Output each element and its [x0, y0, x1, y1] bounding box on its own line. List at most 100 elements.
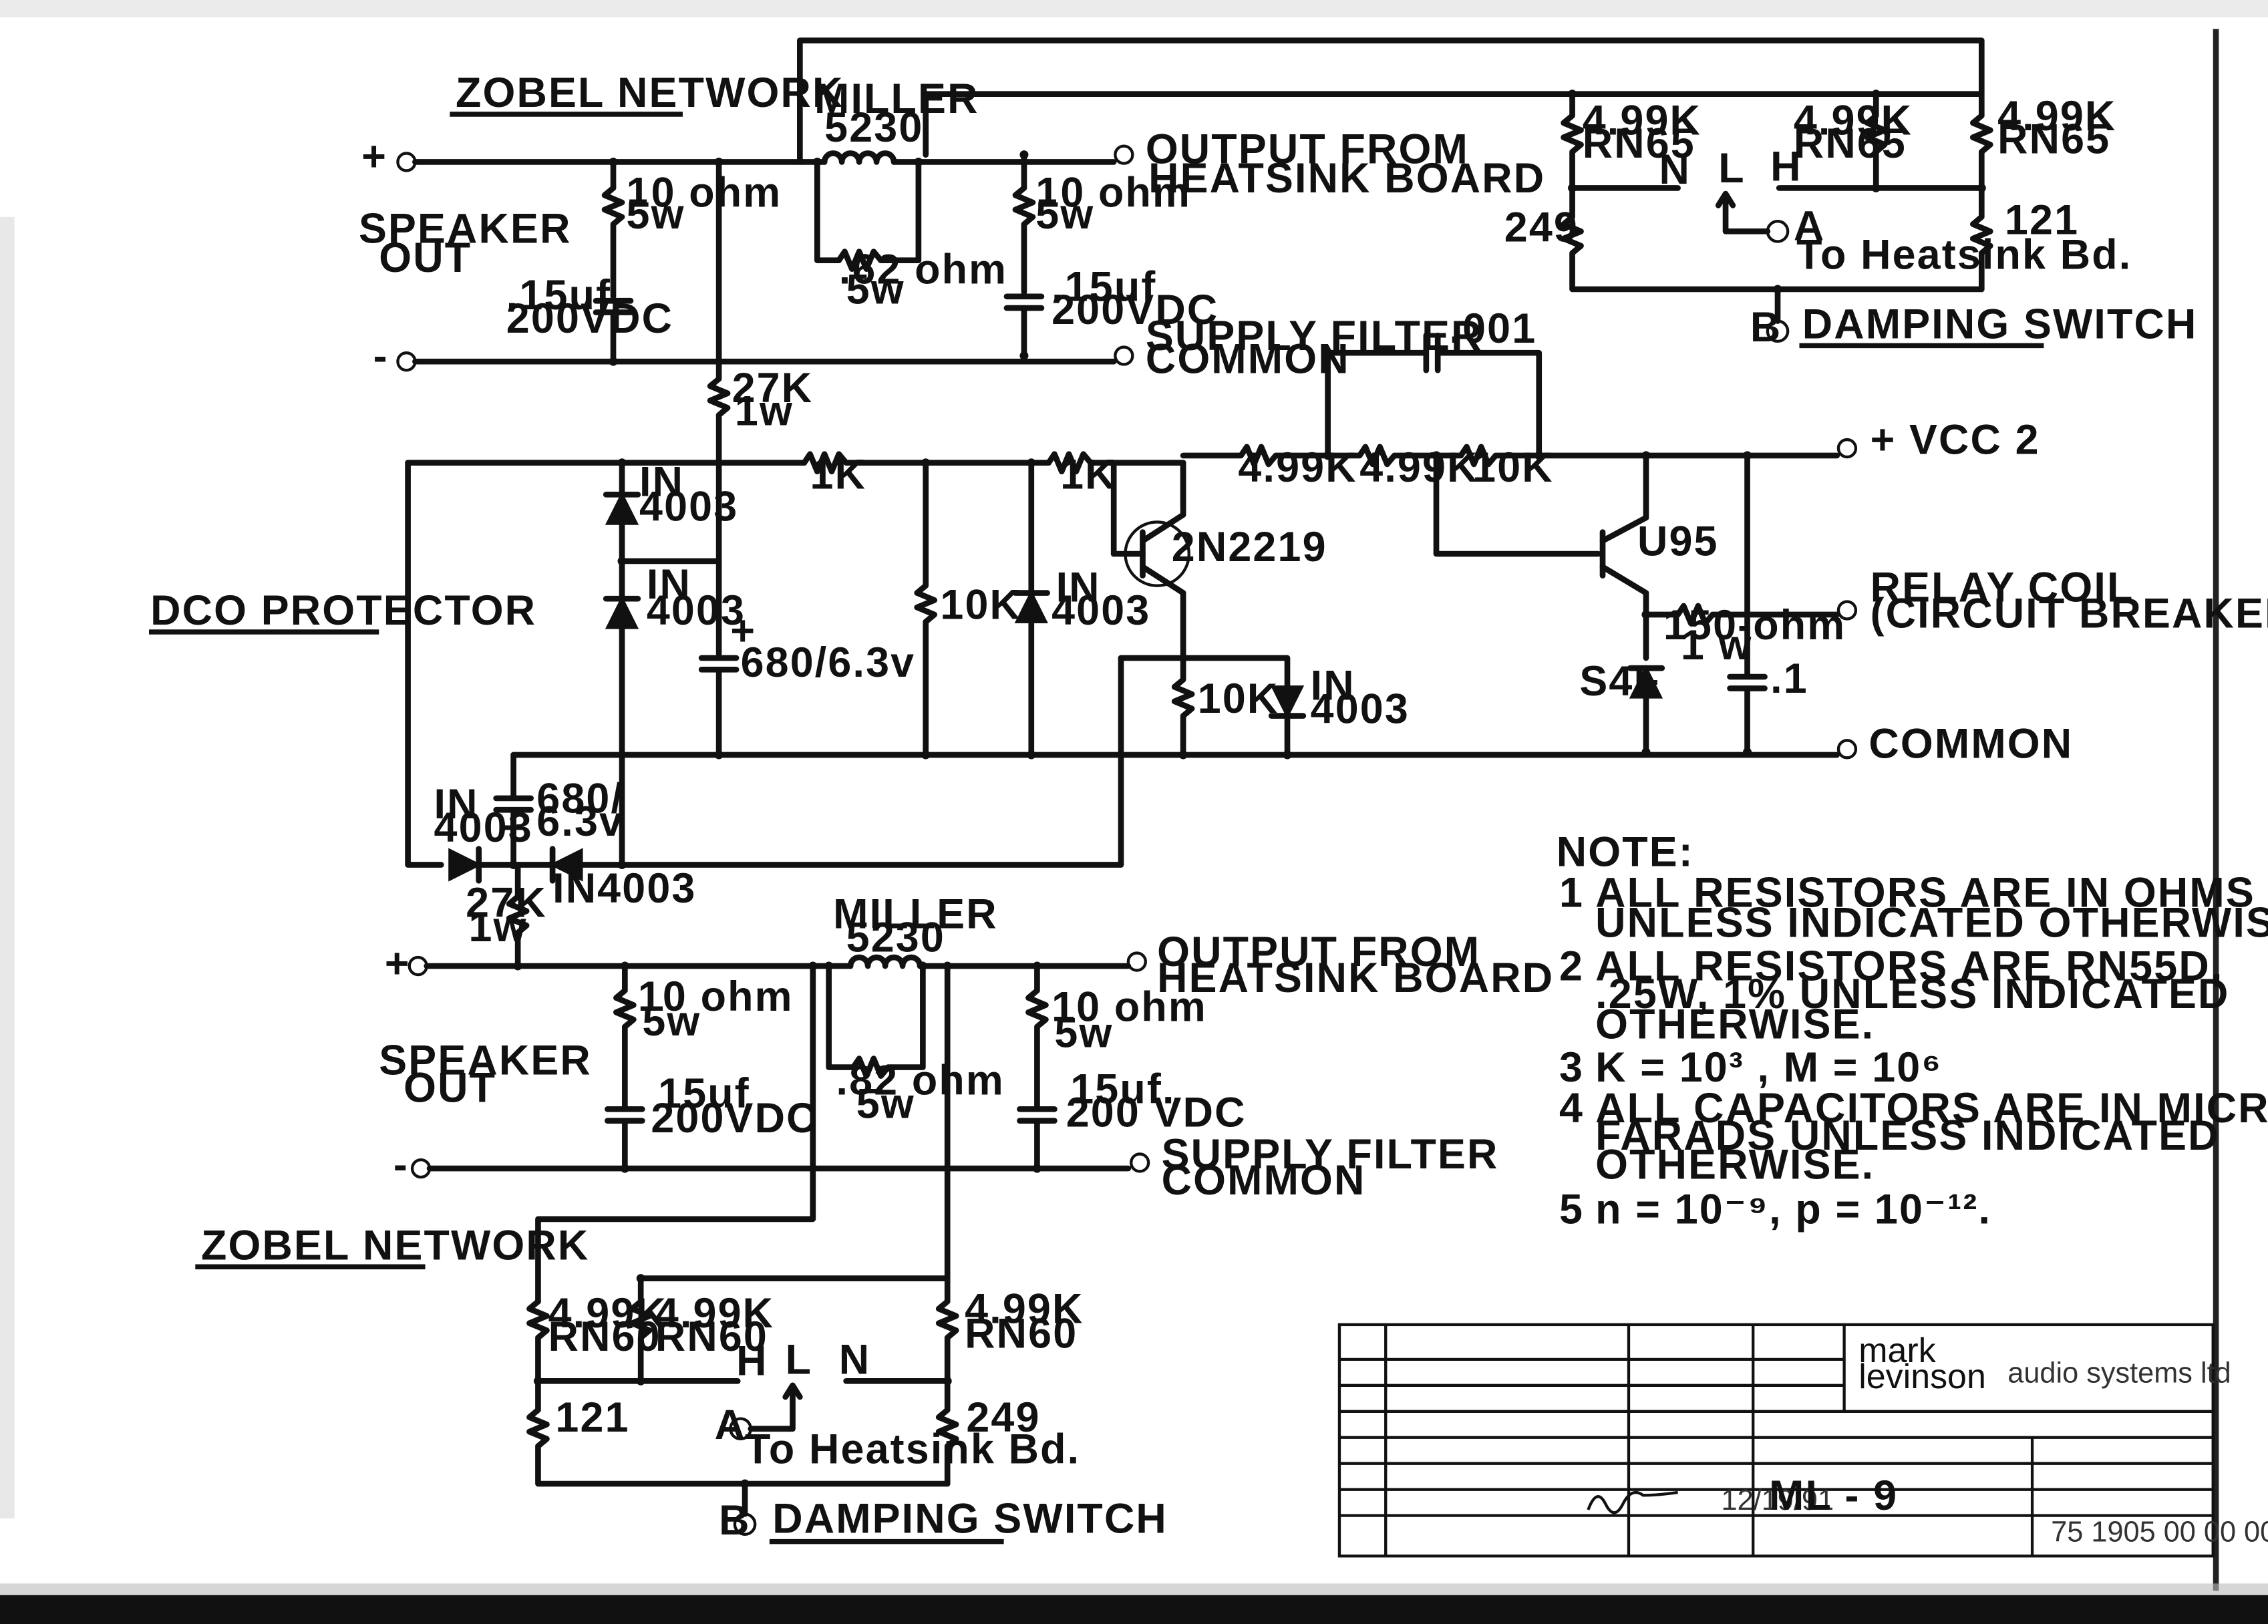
out-label-top: OUT [379, 234, 472, 281]
common-out-label: COMMON [1869, 720, 2073, 767]
to-heatsink-label-bottom: To Heatsink Bd. [745, 1426, 1080, 1473]
note-5-line-1: n = 10⁻⁹, p = 10⁻¹². [1595, 1186, 1991, 1233]
switch-a-terminal-top [1766, 220, 1790, 243]
s4f-label: S4F [1579, 658, 1661, 705]
diode-label-4003-d: 4003 [1311, 685, 1410, 732]
damping-switch-bottom: 4.99K RN60 4.99K RN60 4.99K RN60 H L N A… [526, 963, 1168, 1545]
note-1-number: 1 [1559, 869, 1584, 916]
circuit-breaker-label: (CIRCUIT BREAKER) [1871, 591, 2268, 637]
company-name: audio systems ltd [2007, 1357, 2231, 1389]
res-249-label-bottom: 249 [966, 1394, 1040, 1441]
cap-15uf-label-a: .15uf [506, 272, 611, 319]
res-10ohm-watt-c: 5w [642, 998, 701, 1045]
diode-label-in-d: IN [1311, 663, 1355, 709]
transistor-2n2219-label: 2N2219 [1172, 524, 1327, 571]
heatsink-board-label-bottom: HEATSINK BOARD [1157, 955, 1554, 1001]
vcc2-label: + VCC 2 [1871, 417, 2040, 464]
diode-label-in4003-f: IN4003 [552, 865, 696, 912]
cap-680-label-a: 680/ [536, 776, 624, 822]
note-1-line-1: ALL RESISTORS ARE IN OHMS [1595, 869, 2255, 916]
res-499k-label-tc: 4.99K [1997, 93, 2116, 140]
res-10ohm-label-c: 10 ohm [638, 973, 794, 1020]
miller-label: MILLER [814, 75, 979, 122]
note-3-line-1: K = 10³ , M = 10⁶ [1595, 1044, 1942, 1091]
res-499k-label-ta: 4.99K [1583, 97, 1702, 144]
res-499k-label-bb: 4.99K [655, 1290, 774, 1337]
cap-680-label-b: 6.3v [536, 798, 624, 845]
switch-l-label-bottom: L [786, 1337, 813, 1384]
vcc2-terminal [1836, 438, 1858, 459]
switch-l-label-top: L [1718, 145, 1746, 192]
zobel-network-top: ZOBEL NETWORK + MILLER 5230 .62 ohm 5w O… [359, 69, 1545, 382]
diode-in4003-e [448, 848, 482, 882]
note-4-line-1: ALL CAPACITORS ARE IN MICRO- [1595, 1085, 2268, 1132]
zobel-network-top-label: ZOBEL NETWORK [456, 69, 844, 116]
logo-levinson: levinson [1858, 1357, 1986, 1396]
res-499k-label-b: 4.99K [1359, 444, 1478, 491]
switch-b-label-bottom: B [719, 1497, 751, 1544]
title-block-frame [1337, 1323, 2215, 1558]
switch-n-label-top: N [1659, 146, 1691, 193]
res-121-label-top: 121 [2005, 197, 2079, 244]
res-10ohm-label-a: 10 ohm [627, 170, 782, 216]
res-82ohm-label: .82 ohm [836, 1058, 1004, 1104]
output-from-label-top: OUTPUT FROM [1146, 126, 1469, 173]
dco-protector: DCO PROTECTOR 27K 1w + 680/6.3v 1K 1K IN… [149, 159, 2268, 969]
relay-coil-label: RELAY COIL [1871, 564, 2134, 611]
damping-switch-label-bottom: DAMPING SWITCH [772, 1496, 1168, 1542]
cap-680-plus-b: + [500, 804, 526, 851]
diode-label-in-e: IN [434, 781, 479, 828]
diode-in4003-a [605, 491, 639, 525]
plus-sign: + [361, 133, 387, 180]
rn65-label-tb: RN65 [1794, 120, 1907, 167]
diode-label-in-a: IN [639, 459, 684, 506]
res-10k-label-b: 10K [1198, 675, 1279, 722]
diode-label-in-b: IN [647, 561, 691, 608]
supply-filter-label-bottom: SUPPLY FILTER [1162, 1131, 1499, 1178]
res-27k-label-top: 27K [732, 365, 814, 412]
transistor-u95-label: U95 [1637, 518, 1719, 564]
res-27k-label-bottom: 27K [466, 879, 547, 926]
notes-heading: NOTE: [1557, 829, 1694, 876]
switch-b-terminal-top [1766, 319, 1790, 343]
res-10ohm-label-d: 10 ohm [1051, 983, 1207, 1030]
res-27k-watt-top: 1w [735, 387, 794, 434]
rn65-label-tc: RN65 [1997, 116, 2110, 162]
diode-label-4003-a: 4003 [639, 483, 738, 530]
res-10ohm-label-b: 10 ohm [1035, 170, 1191, 216]
miller-number: 5230 [824, 104, 923, 151]
speaker-label-bottom: SPEAKER [379, 1037, 592, 1084]
to-heatsink-label-top: To Heatsink Bd. [1796, 232, 2132, 279]
output-terminal-top [1114, 144, 1134, 165]
cap-voltage-label-b: 200VDC [1051, 287, 1219, 333]
diode-label-4003-c: 4003 [1051, 587, 1150, 634]
res-249-label-top: 249 [1504, 204, 1579, 251]
junction-dots [509, 90, 1986, 1488]
res-499k-label-tb: 4.99K [1794, 97, 1913, 144]
note-3-number: 3 [1559, 1044, 1584, 1091]
note-4-line-2: FARADS UNLESS INDICATED [1595, 1112, 2219, 1159]
note-2-number: 2 [1559, 943, 1584, 990]
supply-common-terminal-bottom [1130, 1152, 1150, 1173]
res-10ohm-watt-b: 5w [1035, 191, 1094, 238]
output-terminal-bottom [1126, 951, 1147, 972]
plus-sign-bottom: + [385, 940, 411, 987]
rn60-label-bb: RN60 [655, 1313, 768, 1360]
res-1k-label-a: 1K [810, 452, 867, 498]
common-label-bottom: COMMON [1162, 1157, 1366, 1204]
res-10k-label-a: 10K [940, 582, 1021, 629]
cap-001-label: .001 [1450, 305, 1537, 352]
cap-680-plus: + [730, 607, 756, 654]
res-1k-label-b: 1K [1060, 452, 1117, 498]
res-62ohm-watt: 5w [846, 267, 905, 313]
rn60-label-bc: RN60 [965, 1311, 1078, 1357]
res-150ohm-watt: 1 w [1681, 622, 1753, 669]
diode-in4003-b [605, 595, 639, 629]
note-2-line-3: OTHERWISE. [1595, 1001, 1875, 1047]
res-150ohm-label: 150-ohm [1663, 602, 1846, 649]
supply-common-terminal-top [1114, 345, 1134, 366]
output-from-label-bottom: OUTPUT FROM [1157, 929, 1480, 975]
res-499k-label-bc: 4.99K [965, 1286, 1084, 1333]
heatsink-board-label-top: HEATSINK BOARD [1148, 155, 1545, 202]
